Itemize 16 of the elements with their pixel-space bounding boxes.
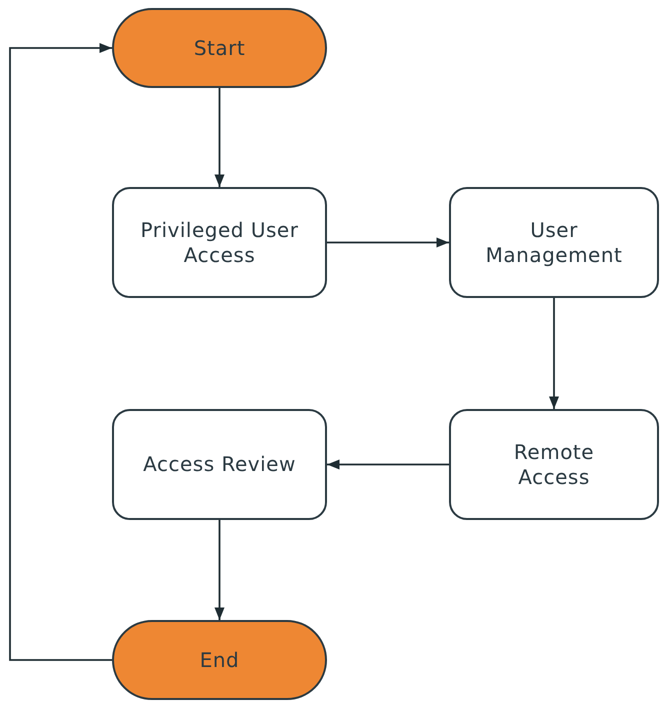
process-box xyxy=(449,187,659,298)
arrow xyxy=(327,459,449,470)
node-label: End xyxy=(198,648,240,672)
process-box xyxy=(449,409,659,520)
node-label: Start xyxy=(192,36,246,60)
node-label: User Management xyxy=(484,218,624,268)
arrow xyxy=(9,42,112,661)
process-box xyxy=(112,187,327,298)
arrow xyxy=(548,298,560,409)
node-label: Access Review xyxy=(142,452,297,477)
arrow xyxy=(214,88,225,187)
arrow xyxy=(214,520,225,620)
node-label: Remote Access xyxy=(512,440,596,490)
node-label: Privileged User Access xyxy=(140,218,300,268)
arrow xyxy=(327,237,449,248)
process-box xyxy=(112,409,327,520)
